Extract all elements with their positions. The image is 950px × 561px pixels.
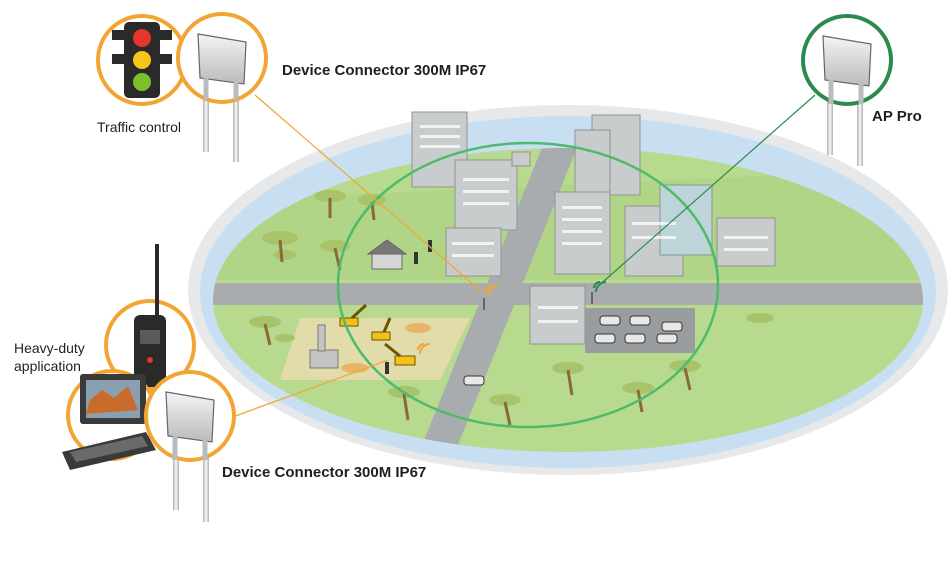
device-connector-icon-bottom — [144, 370, 236, 522]
device-connector-top-label: Device Connector 300M IP67 — [282, 62, 487, 79]
heavy-duty-line-2: application — [14, 358, 81, 374]
ap-pro-icon — [801, 14, 893, 166]
coverage-area — [336, 141, 720, 429]
construction-machines — [339, 303, 416, 366]
laptop-icon — [62, 369, 158, 470]
cars — [463, 315, 683, 386]
traffic-control-label: Traffic control — [97, 119, 182, 135]
people — [385, 240, 432, 374]
signal-icon — [483, 285, 499, 310]
traffic-light-icon — [96, 14, 188, 106]
machine-signal-icon — [417, 343, 431, 355]
device-connector-bottom-label: Device Connector 300M IP67 — [222, 464, 427, 481]
ap-pro-label: AP Pro — [872, 108, 922, 125]
house — [366, 239, 408, 270]
buildings — [411, 111, 776, 345]
road-diagonal — [412, 148, 580, 452]
radio-icon — [104, 244, 196, 391]
link-device-connector-top — [254, 94, 483, 293]
device-connector-icon — [176, 12, 268, 162]
heavy-duty-label: Heavy-duty application — [14, 339, 85, 375]
heavy-duty-line-1: Heavy-duty — [14, 340, 85, 356]
link-device-connector-bottom — [229, 359, 389, 419]
link-ap-pro — [595, 94, 816, 289]
factory — [309, 324, 339, 369]
